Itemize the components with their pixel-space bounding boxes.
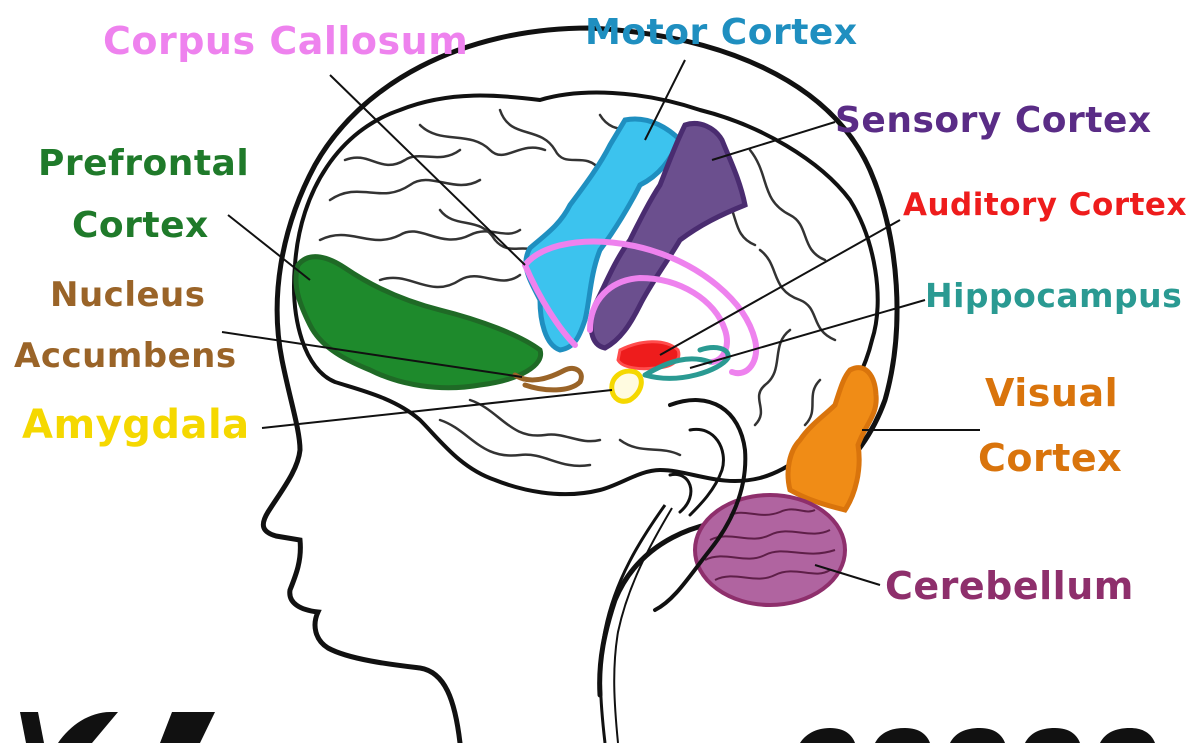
label-motor-cortex: Motor Cortex (585, 12, 858, 53)
label-nucleus-accumbens-line1: Nucleus (50, 276, 205, 315)
label-prefrontal-cortex-line2: Cortex (72, 205, 209, 246)
label-amygdala: Amygdala (22, 402, 250, 448)
label-visual-cortex-line2: Cortex (978, 437, 1122, 481)
label-corpus-callosum: Corpus Callosum (103, 20, 468, 64)
label-cerebellum: Cerebellum (885, 565, 1134, 609)
label-prefrontal-cortex-line1: Prefrontal (38, 143, 249, 184)
label-nucleus-accumbens-line2: Accumbens (14, 337, 237, 376)
amygdala-region (612, 371, 642, 401)
cerebellum-region (695, 495, 845, 605)
label-hippocampus: Hippocampus (925, 277, 1182, 315)
cropped-bottom-lettering (20, 712, 1155, 743)
ear-canal (670, 474, 691, 512)
label-visual-cortex-line1: Visual (985, 372, 1118, 416)
label-sensory-cortex: Sensory Cortex (835, 100, 1152, 141)
label-auditory-cortex: Auditory Cortex (903, 188, 1187, 224)
